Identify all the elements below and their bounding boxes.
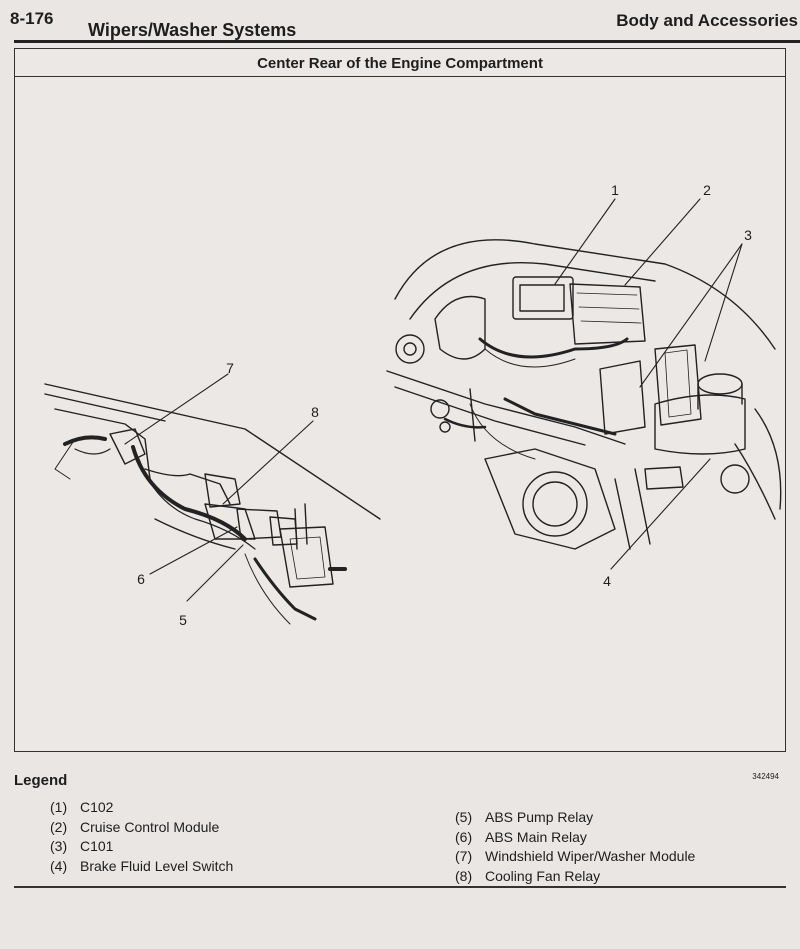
legend-title: Legend — [14, 772, 68, 789]
callout-4: 4 — [603, 573, 611, 589]
legend-list-left: (1)C102 (2)Cruise Control Module (3)C101… — [50, 798, 233, 876]
figure-frame: Center Rear of the Engine Compartment — [14, 48, 786, 781]
callout-6: 6 — [137, 571, 145, 587]
leader-lines — [124, 198, 743, 602]
legend-item: (1)C102 — [50, 799, 114, 815]
legend-item: (8)Cooling Fan Relay — [455, 867, 601, 884]
callout-7: 7 — [226, 360, 234, 376]
page-header: 8-176 Wipers/Washer Systems Body and Acc… — [0, 0, 800, 40]
chapter-title: Body and Accessories — [616, 11, 798, 30]
legend-item: (3)C101 — [50, 838, 114, 854]
callout-2: 2 — [703, 182, 711, 198]
legend-item: (4)Brake Fluid Level Switch — [50, 857, 234, 874]
callout-5: 5 — [179, 612, 187, 628]
figure-code: 342494 — [752, 772, 779, 781]
legend-list-right: (5)ABS Pump Relay (6)ABS Main Relay (7)W… — [455, 808, 695, 886]
callout-8: 8 — [311, 404, 319, 420]
legend-item: (7)Windshield Wiper/Washer Module — [455, 848, 696, 864]
section-title: Wipers/Washer Systems — [88, 20, 297, 40]
page-number: 8-176 — [10, 9, 54, 28]
figure-title: Center Rear of the Engine Compartment — [257, 55, 543, 72]
legend-item: (6)ABS Main Relay — [455, 828, 587, 845]
footer-rule — [14, 886, 786, 888]
right-assembly-illustration — [386, 239, 782, 550]
legend-item: (2)Cruise Control Module — [50, 818, 220, 835]
header-rule — [14, 40, 800, 43]
callout-3: 3 — [744, 227, 752, 243]
figure-divider — [15, 76, 785, 77]
left-assembly-illustration — [44, 383, 381, 625]
callout-labels: 1 2 3 4 5 6 7 8 — [137, 182, 752, 628]
engine-compartment-drawing: 1 2 3 4 5 6 7 8 — [44, 182, 782, 628]
callout-1: 1 — [611, 182, 619, 198]
legend-item: (5)ABS Pump Relay — [455, 809, 594, 825]
